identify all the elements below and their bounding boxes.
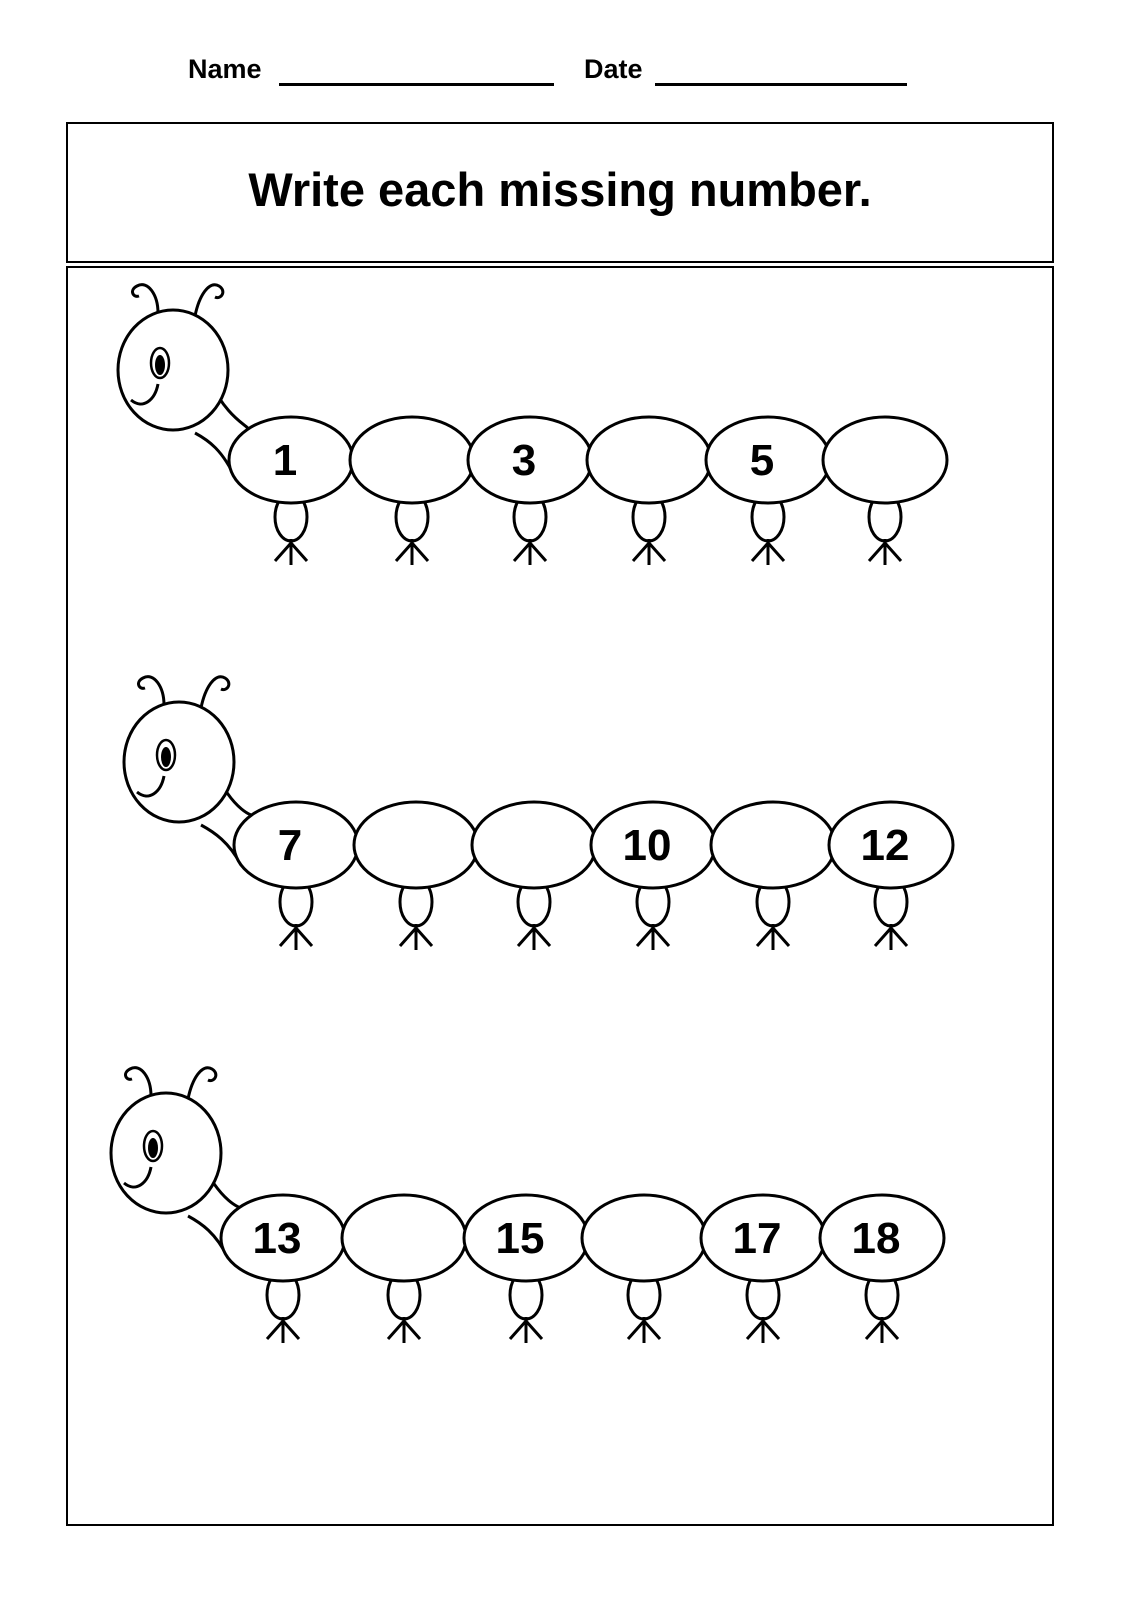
foot: [889, 927, 909, 947]
antenna: [193, 283, 225, 317]
foot: [402, 1320, 422, 1340]
segment-number: 3: [512, 436, 536, 485]
name-label: Name: [188, 54, 262, 84]
segment-number: 1: [273, 436, 297, 485]
foot: [631, 542, 651, 562]
segment-number: 13: [253, 1214, 302, 1263]
foot: [880, 1320, 900, 1340]
body-segment: [348, 415, 476, 505]
antenna: [199, 675, 231, 709]
foot: [626, 1320, 646, 1340]
foot: [755, 927, 775, 947]
segment-number: 10: [623, 821, 672, 870]
foot: [281, 1320, 301, 1340]
foot: [873, 927, 893, 947]
pupil: [161, 747, 171, 767]
body-segment: [470, 800, 598, 890]
foot: [867, 542, 887, 562]
pupil: [148, 1138, 158, 1158]
caterpillar-head: [122, 700, 236, 824]
date-label: Date: [584, 54, 643, 84]
foot: [745, 1320, 765, 1340]
segment-number: 7: [278, 821, 302, 870]
smile: [136, 775, 166, 798]
body-segment: [340, 1193, 468, 1283]
foot: [766, 542, 786, 562]
body-segment: [821, 415, 949, 505]
caterpillar-head: [116, 308, 230, 432]
foot: [635, 927, 655, 947]
foot: [273, 542, 293, 562]
foot: [528, 542, 548, 562]
foot: [414, 927, 434, 947]
smile: [123, 1166, 153, 1189]
foot: [647, 542, 667, 562]
caterpillar-1: 1 3 5: [116, 283, 949, 565]
foot: [289, 542, 309, 562]
antenna: [124, 1066, 153, 1097]
foot: [516, 927, 536, 947]
foot: [386, 1320, 406, 1340]
foot: [410, 542, 430, 562]
segment-number: 18: [852, 1214, 901, 1263]
foot: [771, 927, 791, 947]
foot: [532, 927, 552, 947]
title-box: Write each missing number.: [66, 122, 1054, 263]
foot: [750, 542, 770, 562]
pupil: [155, 355, 165, 375]
body-segment: [352, 800, 480, 890]
antenna: [186, 1066, 218, 1100]
foot: [651, 927, 671, 947]
foot: [278, 927, 298, 947]
caterpillar-2: 7 10 12: [122, 675, 955, 950]
segment-number: 12: [861, 821, 910, 870]
caterpillar-head: [109, 1091, 223, 1215]
foot: [394, 542, 414, 562]
body-segment: [585, 415, 713, 505]
segment-number: 17: [733, 1214, 782, 1263]
foot: [398, 927, 418, 947]
antenna: [137, 675, 166, 706]
foot: [883, 542, 903, 562]
foot: [294, 927, 314, 947]
antenna: [131, 283, 160, 314]
date-field[interactable]: [655, 83, 907, 86]
body-segment: [827, 800, 955, 890]
body-segment: [580, 1193, 708, 1283]
segment-number: 15: [496, 1214, 545, 1263]
caterpillar-3: 13 15 17 18: [109, 1066, 946, 1343]
content-box: [66, 266, 1054, 1526]
name-field[interactable]: [279, 83, 554, 86]
foot: [265, 1320, 285, 1340]
header-row: Name Date: [0, 52, 1130, 92]
foot: [761, 1320, 781, 1340]
foot: [512, 542, 532, 562]
foot: [524, 1320, 544, 1340]
smile: [130, 383, 160, 406]
foot: [508, 1320, 528, 1340]
body-segment: [818, 1193, 946, 1283]
foot: [864, 1320, 884, 1340]
body-segment: [709, 800, 837, 890]
segment-number: 5: [750, 436, 774, 485]
worksheet-title: Write each missing number.: [248, 163, 872, 216]
foot: [642, 1320, 662, 1340]
